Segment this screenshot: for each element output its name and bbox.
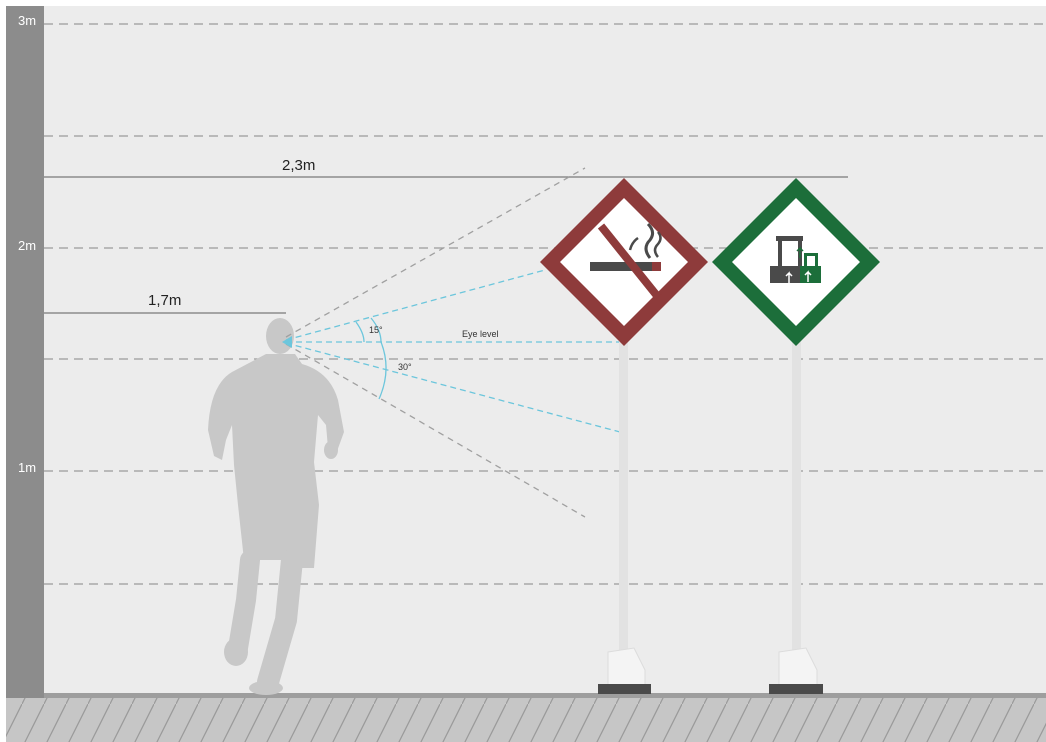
floor-hatch [6,698,1046,742]
sign-1-pole [619,320,628,670]
height-label-2-3m: 2,3m [282,157,315,174]
sign-2-base [769,684,823,694]
angle-label-15: 15° [369,325,383,335]
sign-1-base [598,684,651,694]
person-front-foot [249,681,283,695]
person-hand [324,441,338,459]
floor-line [44,693,1046,698]
height-label-1-7m: 1,7m [148,292,181,309]
wall-background [44,6,1046,696]
angle-label-30: 30° [398,362,412,372]
person-head [266,318,294,354]
scale-label-1m: 1m [18,460,36,475]
person-back-foot [224,638,248,666]
scale-label-2m: 2m [18,238,36,253]
sign-2-pole [792,320,801,670]
scale-label-3m: 3m [18,13,36,28]
scale-bar [6,6,44,698]
person-back-leg [238,560,250,648]
eye-level-label: Eye level [462,329,499,339]
